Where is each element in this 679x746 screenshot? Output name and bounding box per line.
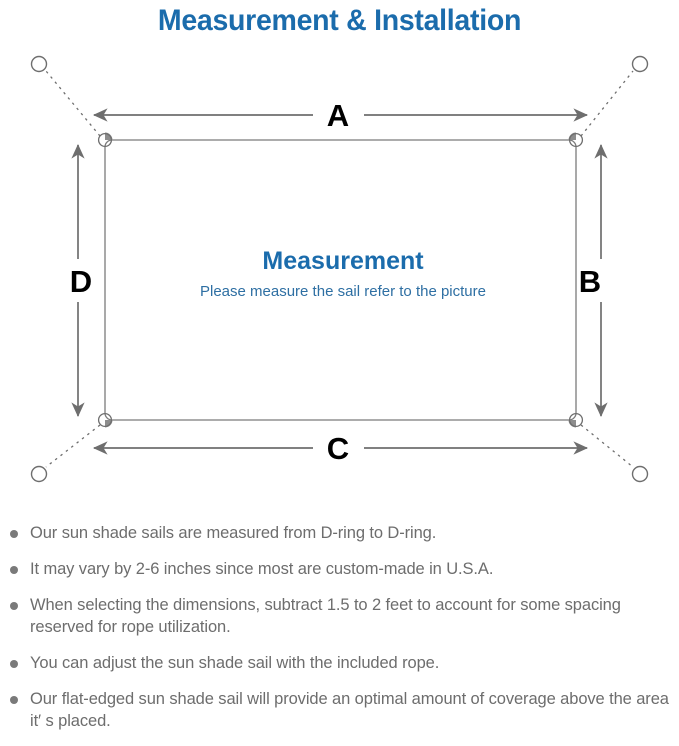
d-ring-top-left: [97, 132, 113, 148]
d-ring-bottom-right: [568, 412, 584, 428]
bullet-icon: [10, 530, 18, 538]
d-ring-bottom-left: [97, 412, 113, 428]
anchor-point-top-left: [30, 55, 48, 73]
note-text: You can adjust the sun shade sail with t…: [30, 654, 440, 672]
bullet-icon: [10, 566, 18, 574]
anchor-point-top-right: [631, 55, 649, 73]
note-text: It may vary by 2-6 inches since most are…: [30, 560, 494, 578]
list-item: Our flat-edged sun shade sail will provi…: [0, 688, 679, 732]
note-text: Our flat-edged sun shade sail will provi…: [30, 690, 669, 730]
sail-center-title: Measurement: [262, 247, 424, 275]
sail-center-subtitle: Please measure the sail refer to the pic…: [200, 283, 486, 300]
rope-line-bottom-left: [45, 424, 101, 468]
measurement-diagram: A C D B Measurement Please measure the s…: [0, 44, 679, 514]
diagram-svg: A C D B Measurement Please measure the s…: [30, 55, 649, 483]
list-item: When selecting the dimensions, subtract …: [0, 594, 679, 638]
note-text: When selecting the dimensions, subtract …: [30, 596, 621, 636]
notes-list: Our sun shade sails are measured from D-…: [0, 522, 679, 746]
sail-body: [104, 139, 577, 421]
list-item: It may vary by 2-6 inches since most are…: [0, 558, 679, 580]
bullet-icon: [10, 696, 18, 704]
anchor-point-bottom-right: [631, 465, 649, 483]
rope-line-bottom-right: [580, 424, 634, 468]
dimension-label-a: A: [327, 98, 349, 133]
dimension-label-b: B: [579, 264, 601, 299]
bullet-icon: [10, 602, 18, 610]
list-item: Our sun shade sails are measured from D-…: [0, 522, 679, 544]
dimension-label-d: D: [70, 264, 92, 299]
rope-line-top-right: [580, 70, 634, 137]
note-text: Our sun shade sails are measured from D-…: [30, 524, 437, 542]
list-item: You can adjust the sun shade sail with t…: [0, 652, 679, 674]
page-title: Measurement & Installation: [157, 4, 522, 37]
d-ring-top-right: [568, 132, 584, 148]
rope-line-top-left: [45, 70, 101, 137]
anchor-point-bottom-left: [30, 465, 48, 483]
bullet-icon: [10, 660, 18, 668]
dimension-label-c: C: [327, 431, 349, 466]
